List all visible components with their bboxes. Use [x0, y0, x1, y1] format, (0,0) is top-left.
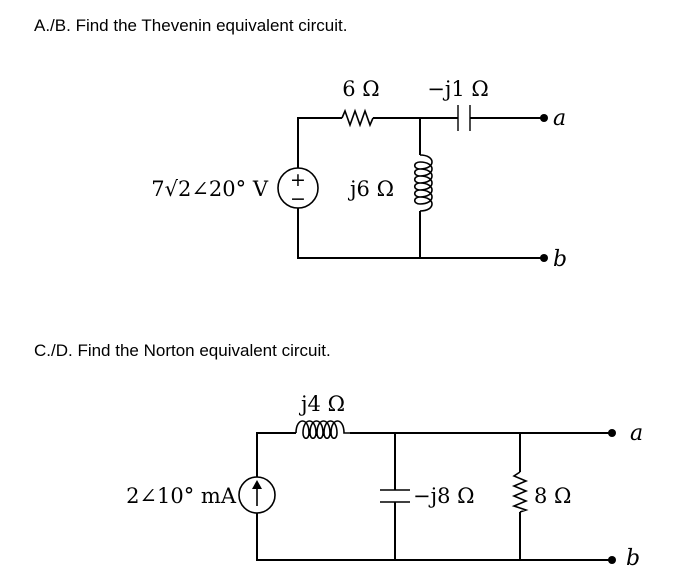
- wire-top-left: [297, 117, 342, 168]
- wire-bottom: [297, 208, 544, 259]
- capacitor-minus-j1-ohm: [457, 105, 471, 131]
- voltage-source-label: 7√2∠20° V: [151, 177, 269, 201]
- capacitor-label: −j1 Ω: [427, 77, 489, 101]
- voltage-source-plus: +: [290, 169, 306, 191]
- inductor-label: j6 Ω: [347, 177, 394, 201]
- inductor-j6-ohm: [413, 154, 433, 212]
- voltage-source-minus: −: [290, 188, 306, 210]
- terminal-b-dot: [540, 254, 548, 262]
- terminal-b-label: b: [553, 247, 567, 272]
- resistor-6-ohm: [341, 108, 374, 128]
- terminal-a-dot: [540, 114, 548, 122]
- resistor-8-ohm: [511, 471, 529, 513]
- wire-top-left: [256, 432, 296, 477]
- inductor-label: j4 Ω: [298, 392, 345, 416]
- terminal-a-label: a: [553, 106, 566, 131]
- voltage-source: + −: [277, 167, 319, 210]
- resistor-label: 6 Ω: [342, 77, 379, 101]
- thevenin-problem-heading: A./B. Find the Thevenin equivalent circu…: [34, 16, 348, 35]
- capacitor-label: −j8 Ω: [413, 484, 475, 508]
- inductor-j4-ohm: [295, 420, 350, 440]
- capacitor-minus-j8-ohm: [380, 489, 410, 503]
- terminal-a-label: a: [630, 421, 643, 446]
- norton-circuit: j4 Ω −j8 Ω 8 Ω 2∠10° mA a b: [126, 392, 643, 571]
- current-arrow-icon: [252, 480, 262, 489]
- norton-problem-heading: C./D. Find the Norton equivalent circuit…: [34, 341, 331, 360]
- current-source-label: 2∠10° mA: [126, 484, 237, 508]
- wire-bottom: [256, 513, 612, 561]
- current-source: [238, 476, 276, 514]
- resistor-label: 8 Ω: [534, 484, 571, 508]
- thevenin-circuit: + − 6 Ω −j1 Ω j6 Ω 7√2∠20° V a b: [151, 77, 567, 272]
- terminal-b-dot: [608, 556, 616, 564]
- terminal-a-dot: [608, 429, 616, 437]
- terminal-b-label: b: [626, 546, 640, 571]
